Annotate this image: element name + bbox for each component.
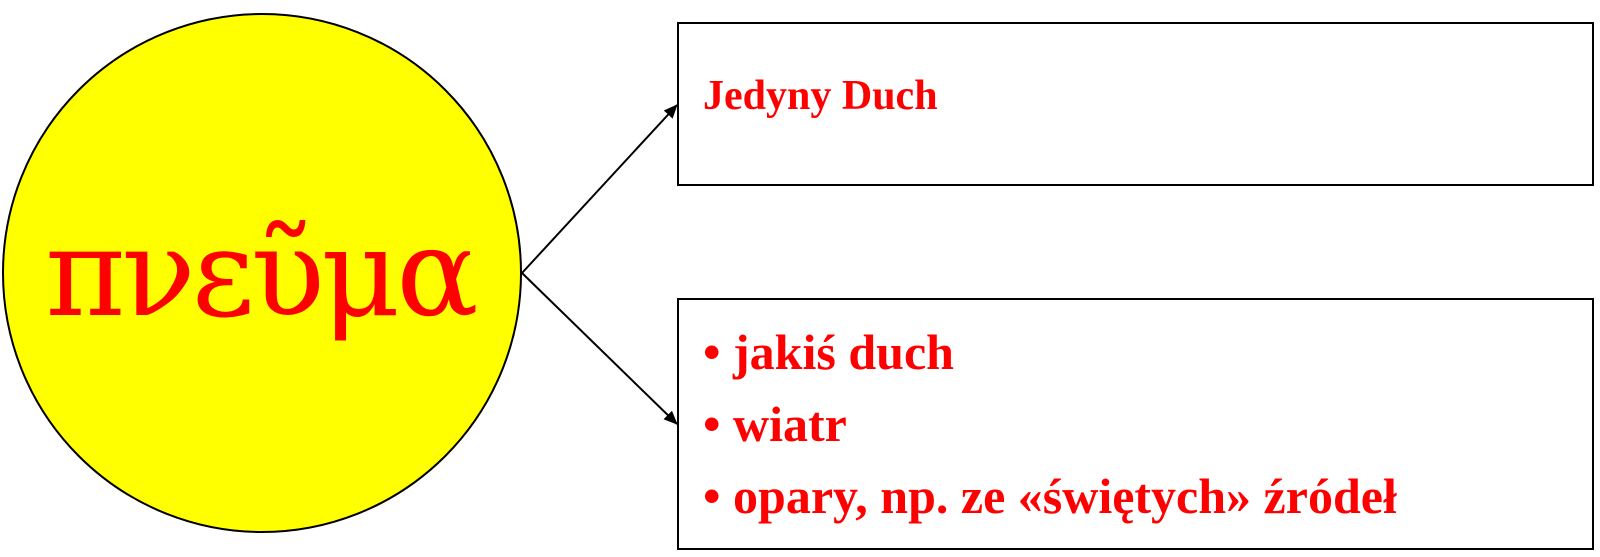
list-item: • jakiś duch (703, 316, 1397, 388)
arrow-to-top-box (521, 104, 678, 274)
circle-word: πνεῦμα (45, 202, 478, 344)
list-item: • wiatr (703, 388, 1397, 460)
bullet-glyph: • (703, 468, 721, 524)
bottom-box: • jakiś duch • wiatr • opary, np. ze «św… (677, 298, 1594, 550)
top-box: Jedyny Duch (677, 22, 1594, 186)
top-box-text: Jedyny Duch (703, 73, 938, 119)
list-item-text: wiatr (733, 396, 847, 452)
bullet-glyph: • (703, 324, 721, 380)
arrow-to-bottom-box (521, 272, 678, 425)
bullet-list: • jakiś duch • wiatr • opary, np. ze «św… (703, 316, 1397, 532)
list-item: • opary, np. ze «świętych» źródeł (703, 460, 1397, 532)
bullet-glyph: • (703, 396, 721, 452)
list-item-text: opary, np. ze «świętych» źródeł (733, 468, 1397, 524)
list-item-text: jakiś duch (733, 324, 954, 380)
concept-circle (2, 13, 522, 533)
